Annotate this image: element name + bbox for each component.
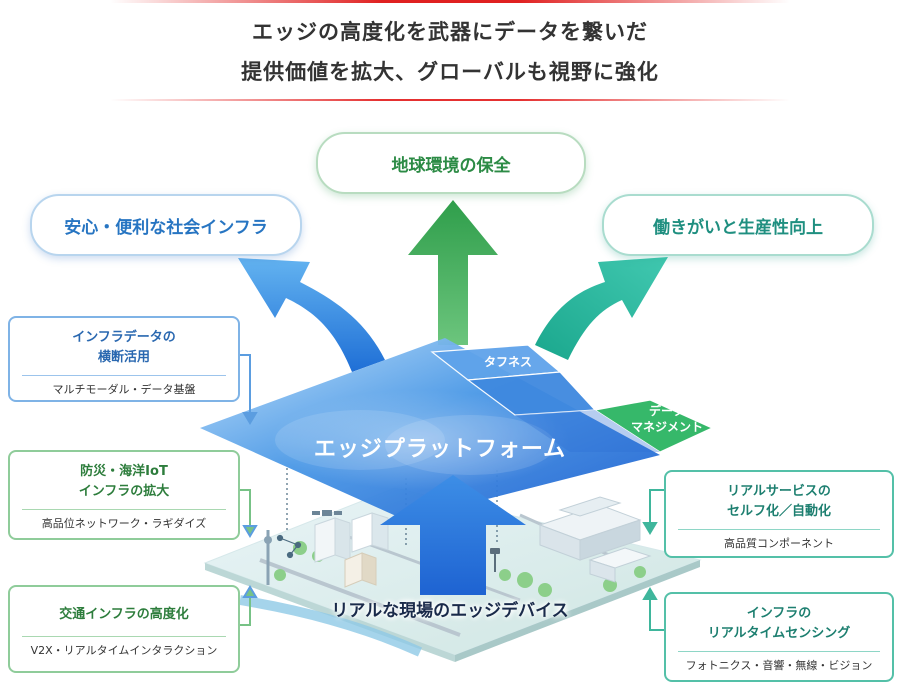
left-box-infra-data: インフラデータの 横断活用 マルチモーダル・データ基盤 <box>8 316 240 402</box>
header-bottom-rule <box>110 99 790 101</box>
divider <box>678 651 880 652</box>
divider <box>22 636 226 637</box>
right-box-real-service: リアルサービスの セルフ化／自動化 高品質コンポーネント <box>664 470 894 558</box>
edge-platform-label: エッジプラットフォーム <box>313 437 567 462</box>
right-box-real-service-title-line-2: セルフ化／自動化 <box>726 504 831 519</box>
goal-safety-pill: 安心・便利な社会インフラ <box>30 194 302 256</box>
arrow-to-safety <box>238 258 385 372</box>
right-box-sensing-title-line-2: リアルタイムセンシング <box>707 626 851 641</box>
right-box-sensing: インフラの リアルタイムセンシング フォトニクス・音響・無線・ビジョン <box>664 592 894 682</box>
goal-environment-pill: 地球環境の保全 <box>316 132 586 194</box>
divider <box>22 509 226 510</box>
field-devices-label: リアルな現場のエッジデバイス <box>331 601 569 621</box>
header-title-line-1: エッジの高度化を武器にデータを繋いだ <box>252 20 648 44</box>
left-box-disaster-iot-title-line-2: インフラの拡大 <box>78 484 170 499</box>
segment-data-mgmt-line-1: データ <box>648 404 685 418</box>
right-box-real-service-subtitle: 高品質コンポーネント <box>724 537 834 550</box>
arrow-to-environment <box>408 200 498 345</box>
right-connectors <box>642 489 665 631</box>
left-box-traffic-title: 交通インフラの高度化 <box>59 607 189 622</box>
segment-toughness-label: タフネス <box>483 355 532 369</box>
divider <box>22 375 226 376</box>
right-box-real-service-title-line-1: リアルサービスの <box>727 484 831 499</box>
left-box-disaster-iot: 防災・海洋IoT インフラの拡大 高品位ネットワーク・ラギダイズ <box>8 450 240 540</box>
left-box-disaster-iot-title-line-1: 防災・海洋IoT <box>80 464 168 479</box>
header-top-rule <box>110 0 790 3</box>
segment-data-mgmt-label: データ マネジメント <box>622 403 712 435</box>
left-box-infra-data-title-line-1: インフラデータの <box>72 330 176 345</box>
left-box-infra-data-title: インフラデータの 横断活用 <box>10 318 238 368</box>
goal-work-pill: 働きがいと生産性向上 <box>602 194 874 256</box>
divider <box>678 529 880 530</box>
edge-platform-layer <box>200 338 714 520</box>
left-box-disaster-iot-title: 防災・海洋IoT インフラの拡大 <box>10 452 238 502</box>
right-box-sensing-subtitle: フォトニクス・音響・無線・ビジョン <box>685 659 873 672</box>
left-box-disaster-iot-subtitle: 高品位ネットワーク・ラギダイズ <box>41 517 207 530</box>
arrow-up-from-field <box>380 475 526 595</box>
segment-data-mgmt-line-2: マネジメント <box>630 420 703 434</box>
right-box-sensing-title: インフラの リアルタイムセンシング <box>666 594 892 644</box>
header-title-line-2: 提供価値を拡大、グローバルも視野に強化 <box>241 60 659 84</box>
left-box-traffic: 交通インフラの高度化 V2X・リアルタイムインタラクション <box>8 585 240 673</box>
right-box-real-service-title: リアルサービスの セルフ化／自動化 <box>666 472 892 522</box>
left-box-infra-data-title-line-2: 横断活用 <box>97 350 150 365</box>
segment-ai-label: AI <box>581 385 595 399</box>
left-box-infra-data-subtitle: マルチモーダル・データ基盤 <box>52 383 196 396</box>
arrow-to-work <box>535 257 668 360</box>
left-connectors <box>238 354 258 626</box>
right-box-sensing-title-line-1: インフラの <box>746 606 812 621</box>
left-box-traffic-subtitle: V2X・リアルタイムインタラクション <box>30 644 218 657</box>
